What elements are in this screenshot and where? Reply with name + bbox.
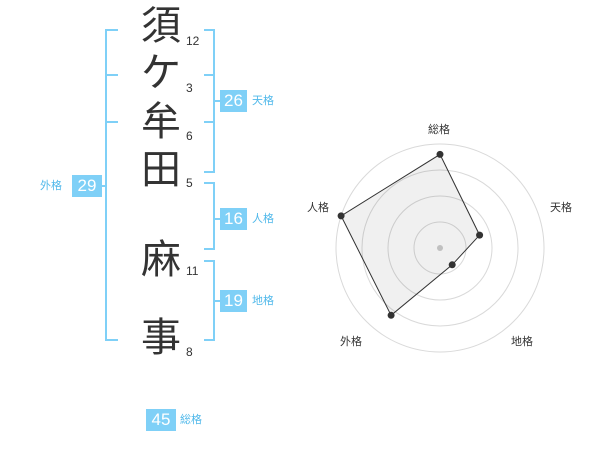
stroke-count-2: 3: [186, 81, 193, 95]
radar-label-soukaku: 総格: [428, 123, 450, 136]
radar-label-chikaku: 地格: [511, 335, 533, 348]
stroke-count-1: 12: [186, 34, 200, 48]
stroke-count-5: 11: [186, 264, 199, 278]
name-char-1: 須: [141, 3, 181, 49]
radar-center: [437, 245, 443, 251]
name-char-3: 牟: [141, 99, 181, 145]
radar-ring-3: [361, 169, 519, 327]
radar-point-3: [448, 261, 456, 269]
name-char-4: 田: [141, 147, 181, 193]
radar-polygon: [340, 153, 481, 317]
jinkaku-label: 人格: [252, 212, 274, 225]
stroke-count-4: 5: [186, 176, 193, 190]
stroke-count-3: 6: [186, 129, 193, 143]
stroke-count-6: 8: [186, 345, 193, 359]
tenkaku-label: 天格: [252, 94, 274, 107]
radar-point-2: [476, 231, 484, 239]
name-char-5: 麻: [141, 237, 181, 283]
radar-ring-1: [413, 221, 467, 275]
gaikaku-value: 29: [72, 175, 102, 197]
radar-chart: [335, 143, 545, 353]
radar-label-gaikaku: 外格: [340, 335, 362, 348]
radar-point-1: [436, 150, 444, 158]
radar-ring-4: [335, 143, 545, 353]
chikaku-label: 地格: [252, 294, 274, 307]
radar-label-tenkaku: 天格: [550, 201, 572, 214]
name-char-6: 事: [141, 315, 181, 361]
radar-ring-2: [387, 195, 493, 301]
jinkaku-bracket: [204, 182, 215, 250]
tenkaku-value: 26: [220, 90, 247, 112]
radar-label-jinkaku: 人格: [307, 201, 329, 214]
gaikaku-label: 外格: [40, 179, 62, 192]
gaikaku-bracket: [105, 29, 118, 341]
jinkaku-value: 16: [220, 208, 247, 230]
soukaku-label: 総格: [180, 413, 202, 426]
soukaku-value: 45: [146, 409, 176, 431]
tenkaku-bracket: [204, 29, 215, 173]
radar-point-5: [337, 212, 345, 220]
radar-point-4: [387, 311, 395, 319]
chikaku-value: 19: [220, 290, 247, 312]
name-char-2: ケ: [141, 50, 181, 96]
